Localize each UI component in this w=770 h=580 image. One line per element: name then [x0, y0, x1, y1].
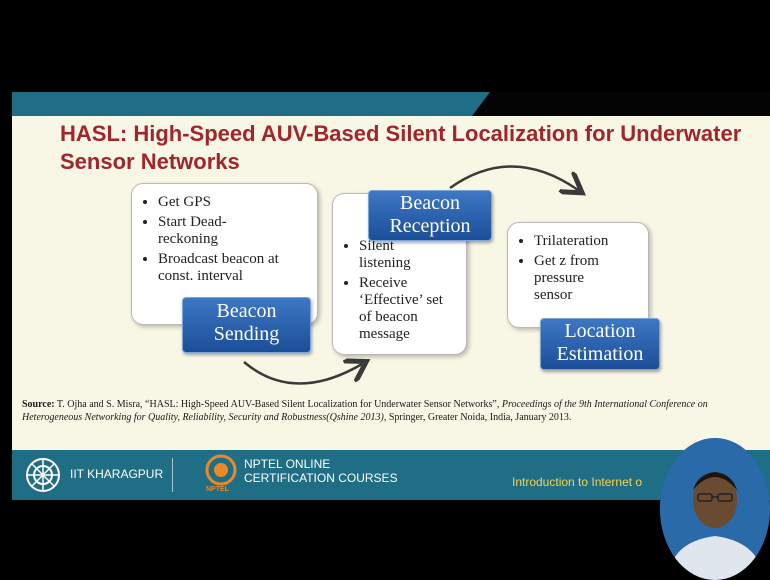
- nptel-logo-text: NPTEL: [206, 486, 229, 493]
- source-prefix: Source:: [22, 399, 55, 410]
- beacon-sending-label-line1: Beacon: [216, 300, 277, 322]
- location-estimation-card: Trilateration Get z from pressure sensor: [507, 222, 649, 328]
- footer-divider: [172, 458, 173, 492]
- reception-bullet-1: Silent listening: [359, 238, 419, 272]
- beacon-sending-label: Beacon Sending: [182, 297, 311, 353]
- slide-top-bar-dark: [472, 92, 770, 116]
- source-italic: Proceedings of the 9th International Con…: [22, 399, 708, 423]
- cycle-arrows: [243, 165, 770, 385]
- beacon-reception-label-line1: Beacon: [400, 192, 460, 214]
- presenter-video-inset: [660, 438, 770, 580]
- course-title: Introduction to Internet o: [512, 475, 643, 489]
- location-estimation-label: Location Estimation: [540, 318, 660, 370]
- sending-bullet-1: Get GPS: [158, 194, 317, 211]
- iit-kharagpur-logo-icon: [26, 458, 60, 492]
- nptel-line-1: NPTEL ONLINE: [244, 457, 331, 471]
- footer-bar: IIT KHARAGPUR NPTEL NPTEL ONLINE CERTIFI…: [12, 450, 770, 500]
- estimation-bullet-2: Get z from pressure sensor: [534, 253, 616, 304]
- nptel-line-2: CERTIFICATION COURSES: [244, 471, 398, 485]
- arrow-reception-to-estimation: [449, 165, 578, 190]
- sending-bullet-2: Start Dead-reckoning: [158, 214, 248, 248]
- slide-title: HASL: High-Speed AUV-Based Silent Locali…: [60, 121, 742, 174]
- beacon-reception-label-line2: Reception: [389, 215, 471, 237]
- institute-name: IIT KHARAGPUR: [70, 467, 164, 481]
- nptel-logo-icon: [205, 454, 237, 486]
- source-text: T. Ojha and S. Misra, “HASL: High-Speed …: [56, 399, 500, 410]
- location-estimation-label-line1: Location: [564, 320, 636, 342]
- location-estimation-label-line2: Estimation: [556, 343, 644, 365]
- sending-bullet-3: Broadcast beacon at const. interval: [158, 251, 298, 285]
- reception-bullet-2: Receive ‘Effective’ set of beacon messag…: [359, 275, 449, 343]
- estimation-bullet-1: Trilateration: [534, 233, 648, 250]
- beacon-sending-label-line2: Sending: [213, 323, 280, 345]
- beacon-sending-card: Get GPS Start Dead-reckoning Broadcast b…: [131, 183, 318, 325]
- presenter-figure: [660, 438, 770, 580]
- source-suffix: , Springer, Greater Noida, India, Januar…: [383, 412, 572, 423]
- arrow-sending-to-reception: [243, 362, 362, 385]
- slide: HASL: High-Speed AUV-Based Silent Locali…: [12, 92, 770, 450]
- beacon-reception-label: Beacon Reception: [368, 190, 492, 241]
- source-citation: Source: T. Ojha and S. Misra, “HASL: Hig…: [22, 398, 760, 424]
